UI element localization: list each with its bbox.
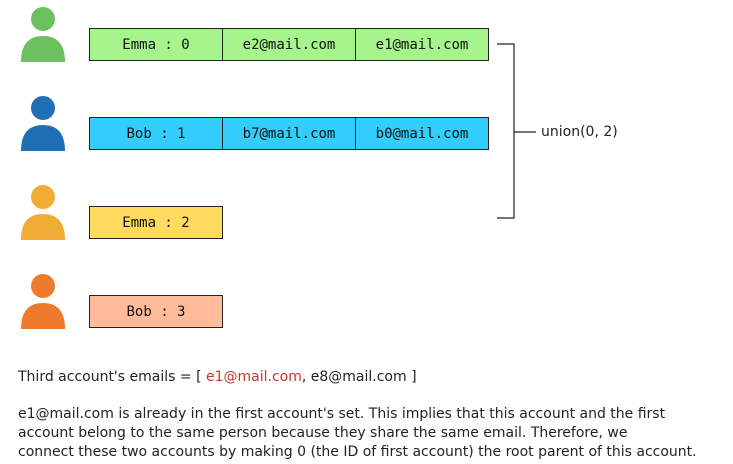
person-icon-bob-1	[21, 96, 65, 151]
shared-email: e1@mail.com	[205, 369, 302, 385]
union-bracket	[497, 43, 515, 219]
person-icon-emma-2	[21, 185, 65, 240]
account-row-0: Emma : 0 e2@mail.com e1@mail.com	[89, 28, 489, 61]
account-id-cell: Emma : 2	[89, 206, 223, 239]
third-email-2: e8@mail.com	[310, 369, 407, 385]
account-id-cell: Bob : 1	[89, 117, 223, 150]
email-cell: b0@mail.com	[355, 117, 489, 150]
third-emails-prefix: Third account's emails = [	[18, 369, 206, 385]
account-id-cell: Emma : 0	[89, 28, 223, 61]
account-row-1: Bob : 1 b7@mail.com b0@mail.com	[89, 117, 489, 150]
third-emails-separator: ,	[301, 369, 311, 385]
account-row-3: Bob : 3	[89, 295, 223, 328]
union-label: union(0, 2)	[541, 124, 618, 140]
union-connector	[514, 131, 536, 133]
third-emails-suffix: ]	[406, 369, 417, 385]
explanation-paragraph: e1@mail.com is already in the first acco…	[18, 405, 728, 462]
explanation-line: connect these two accounts by making 0 (…	[18, 444, 697, 460]
email-cell: e1@mail.com	[355, 28, 489, 61]
email-cell: b7@mail.com	[222, 117, 356, 150]
email-cell: e2@mail.com	[222, 28, 356, 61]
account-id-cell: Bob : 3	[89, 295, 223, 328]
person-icon-emma-0	[21, 7, 65, 62]
account-row-2: Emma : 2	[89, 206, 223, 239]
explanation-line: account belong to the same person becaus…	[18, 425, 628, 441]
explanation-line: e1@mail.com is already in the first acco…	[18, 406, 666, 422]
person-icon-bob-3	[21, 274, 65, 329]
third-account-emails: Third account's emails = [ e1@mail.com, …	[18, 368, 417, 387]
